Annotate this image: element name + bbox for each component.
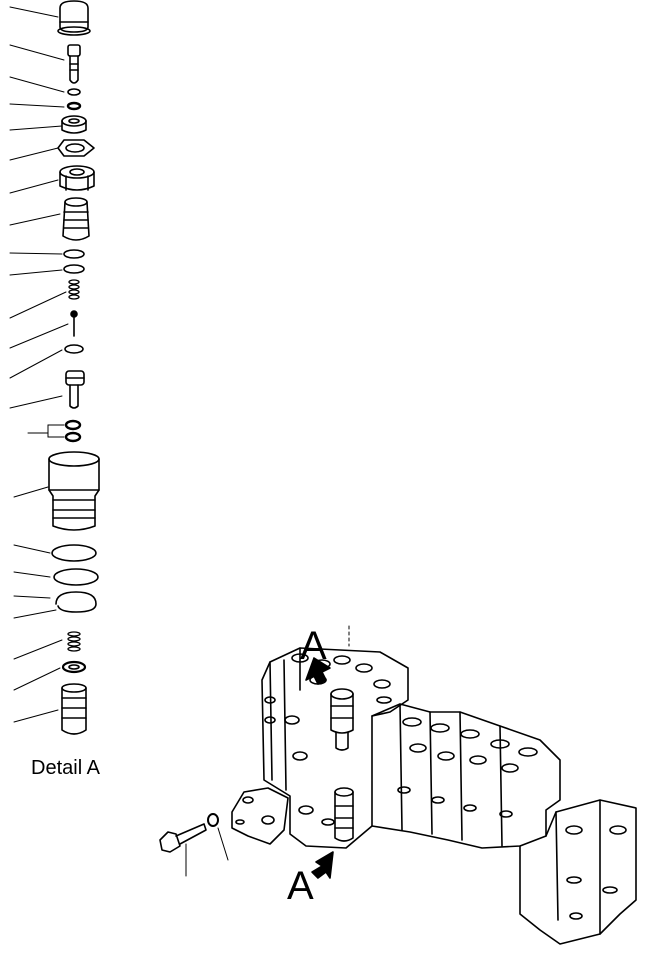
arrow-a-label-top: A xyxy=(300,624,327,668)
valve-body-part xyxy=(48,451,100,531)
o-ring-middle xyxy=(64,344,84,354)
nut-part xyxy=(61,115,87,134)
o-rings-upper xyxy=(63,249,85,274)
small-spring-part xyxy=(67,631,81,652)
washer-part xyxy=(207,813,219,827)
retainer-ring xyxy=(61,660,87,674)
pin-part xyxy=(70,310,78,337)
bolt-part xyxy=(67,44,81,84)
spring-part xyxy=(68,279,80,300)
detail-a-label: Detail A xyxy=(31,757,100,779)
lock-nut-part xyxy=(59,165,95,191)
flange-bolt-part xyxy=(159,823,207,853)
large-o-rings xyxy=(51,544,99,613)
bolt-leader-lines xyxy=(185,827,229,877)
arrow-a-top xyxy=(305,657,331,685)
installed-relief-valve-bottom xyxy=(334,787,354,842)
leader-lines xyxy=(9,6,69,723)
arrow-a-label-bottom: A xyxy=(287,864,314,908)
flange-plate xyxy=(57,139,95,157)
cap-part xyxy=(57,0,91,36)
cover-flange-part xyxy=(231,787,289,845)
small-rings xyxy=(66,88,82,111)
poppet-part xyxy=(65,370,85,409)
sleeve-part xyxy=(62,197,90,241)
arrow-a-bottom xyxy=(311,851,334,879)
control-valve-block xyxy=(261,625,637,945)
installed-relief-valve-top xyxy=(330,688,354,751)
plug-part xyxy=(61,683,87,735)
seals-pair xyxy=(64,419,82,443)
